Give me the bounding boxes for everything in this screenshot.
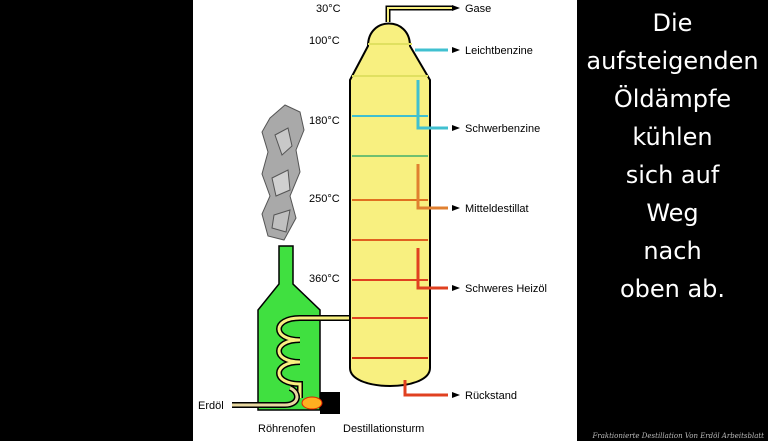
caption-line: kühlen [632,123,713,151]
furnace-label: Röhrenofen [258,423,316,435]
temp-label: 180°C [309,115,340,127]
caption-line: Öldämpfe [613,85,732,113]
product-label: Rückstand [465,390,517,402]
product-label: Schweres Heizöl [465,283,547,295]
product-label: Mitteldestillat [465,203,529,215]
temp-label: 100°C [309,35,340,47]
temp-label: 30°C [316,3,341,15]
caption-line: nach [643,237,702,265]
temp-label: 250°C [309,193,340,205]
caption-panel: Die aufsteigenden Öldämpfe kühlen sich a… [577,4,768,434]
outlet-pipes [403,48,448,397]
arrow-icons [452,5,460,398]
smoke-cloud [261,104,305,241]
column-trays [352,43,428,359]
flame-icon [301,396,323,410]
caption-line: sich auf [625,161,720,189]
temp-label: 360°C [309,273,340,285]
caption-line: Weg [646,199,699,227]
product-label: Schwerbenzine [465,123,540,135]
column-body [349,22,431,387]
caption-line: aufsteigenden [586,47,759,75]
burner [320,392,340,414]
footer-caption: Fraktionierte Destillation Von Erdöl Arb… [592,432,764,440]
caption-line: oben ab. [619,275,726,303]
input-label: Erdöl [198,400,224,412]
product-label: Gase [465,3,491,15]
product-label: Leichtbenzine [465,45,533,57]
column-label: Destillationsturm [343,423,424,435]
caption-line: Die [652,9,693,37]
